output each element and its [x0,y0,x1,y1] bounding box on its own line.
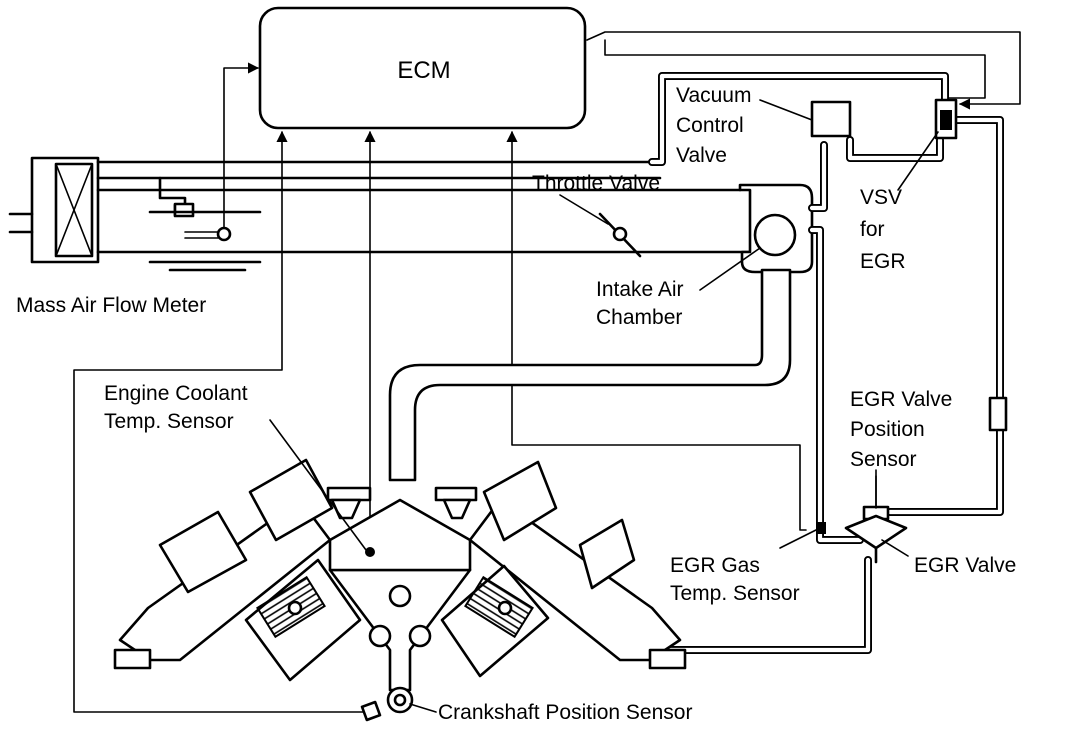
label-crankshaft: Crankshaft Position Sensor [438,701,692,724]
leader-lines [269,99,939,713]
label-vacuum-line1: Vacuum [676,84,751,107]
label-coolant-line2: Temp. Sensor [104,410,234,433]
engine-coolant-temp-sensor [365,547,375,557]
label-egr-valve: EGR Valve [914,554,1016,577]
label-egrgas-line1: EGR Gas [670,554,760,577]
engine-left-bank [113,458,372,682]
vsv-for-egr [934,98,958,140]
intake-air-chamber [388,183,814,482]
label-egrgas-line2: Temp. Sensor [670,582,800,605]
wire-maf-to-ecm [223,62,260,233]
label-vsv-line1: VSV [860,186,902,209]
intake-duct [8,156,752,272]
label-coolant-line1: Engine Coolant [104,382,248,405]
text-labels: Vacuum Control Valve Throttle Valve VSV … [16,84,1016,724]
exhaust-pipe [656,556,872,654]
wire-egrgas-to-ecm [506,130,807,531]
engine-block-center [328,498,472,692]
ecm-box: ECM [258,6,587,130]
wire-crankshaft-to-ecm [73,130,369,713]
label-vsv-line2: for [860,218,885,241]
label-vsv-line3: EGR [860,250,906,273]
ecm-label: ECM [397,57,450,84]
vacuum-hoses [648,72,1008,544]
maf-sensor [216,226,232,242]
label-egrpos-line2: Position [850,418,925,441]
wire-vsv-return [604,39,986,99]
label-egrpos-line3: Sensor [850,448,917,471]
label-vacuum-line3: Valve [676,144,727,167]
label-maf: Mass Air Flow Meter [16,294,206,317]
signal-wires [73,31,1021,713]
label-intake-line2: Chamber [596,306,682,329]
engine-right-bank [434,460,687,678]
label-egrpos-line1: EGR Valve [850,388,952,411]
wire-ecm-to-vsv [586,31,1021,110]
label-intake-line1: Intake Air [596,278,684,301]
throttle-shaft [612,226,628,242]
vacuum-control-valve [810,100,852,138]
label-throttle-valve: Throttle Valve [532,172,660,195]
label-vacuum-line2: Control [676,114,744,137]
hose-filter [988,396,1008,432]
crankshaft-position-sensor [360,686,414,722]
egr-gas-temp-sensor [816,522,826,534]
